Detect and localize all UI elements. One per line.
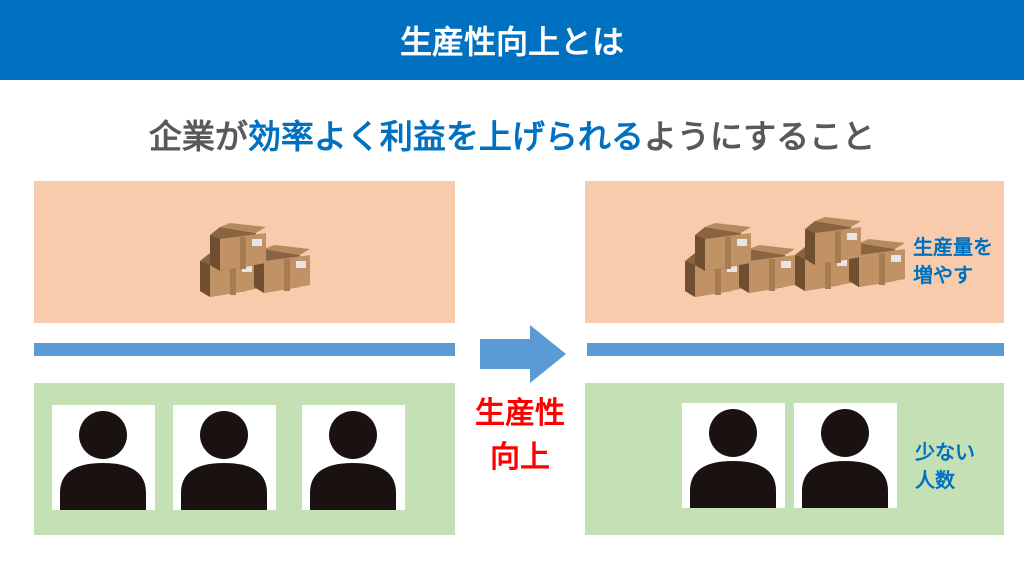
page-title: 生産性向上とは — [399, 23, 624, 61]
center-label-line2: 向上 — [490, 440, 550, 475]
note-line: 少ない — [915, 440, 975, 464]
person-icon — [181, 411, 267, 510]
definition-text: 企業が効率よく利益を上げられるようにすること — [0, 110, 1024, 158]
fewer-people-note: 少ない 人数 — [915, 438, 975, 494]
cardboard-boxes-icon — [685, 217, 799, 299]
before-production-panel — [34, 181, 455, 323]
cardboard-boxes-icon — [200, 217, 314, 299]
person-icon — [310, 411, 396, 510]
definition-part2: ようにすること — [643, 117, 876, 156]
person-icon — [690, 409, 776, 508]
productivity-improvement-label: 生産性 向上 — [455, 392, 585, 480]
divider-bar-left — [34, 343, 455, 356]
person-icon — [60, 411, 146, 510]
definition-highlight: 効率よく利益を上げられる — [247, 117, 644, 156]
person-card — [173, 405, 276, 510]
note-line: 生産量を — [913, 235, 993, 259]
right-arrow-icon — [480, 325, 566, 383]
person-icon — [802, 409, 888, 508]
header-bar: 生産性向上とは — [0, 0, 1024, 80]
person-card — [52, 405, 155, 510]
increase-production-note: 生産量を 増やす — [913, 233, 993, 289]
person-card — [302, 405, 405, 510]
center-label-line1: 生産性 — [475, 396, 565, 431]
cardboard-boxes-icon — [795, 211, 909, 293]
person-card — [682, 403, 785, 508]
after-production-panel: 生産量を 増やす — [585, 181, 1004, 323]
note-line: 人数 — [915, 468, 955, 492]
person-card — [794, 403, 897, 508]
definition-part1: 企業が — [148, 117, 248, 156]
note-line: 増やす — [913, 263, 973, 287]
divider-bar-right — [587, 343, 1004, 356]
